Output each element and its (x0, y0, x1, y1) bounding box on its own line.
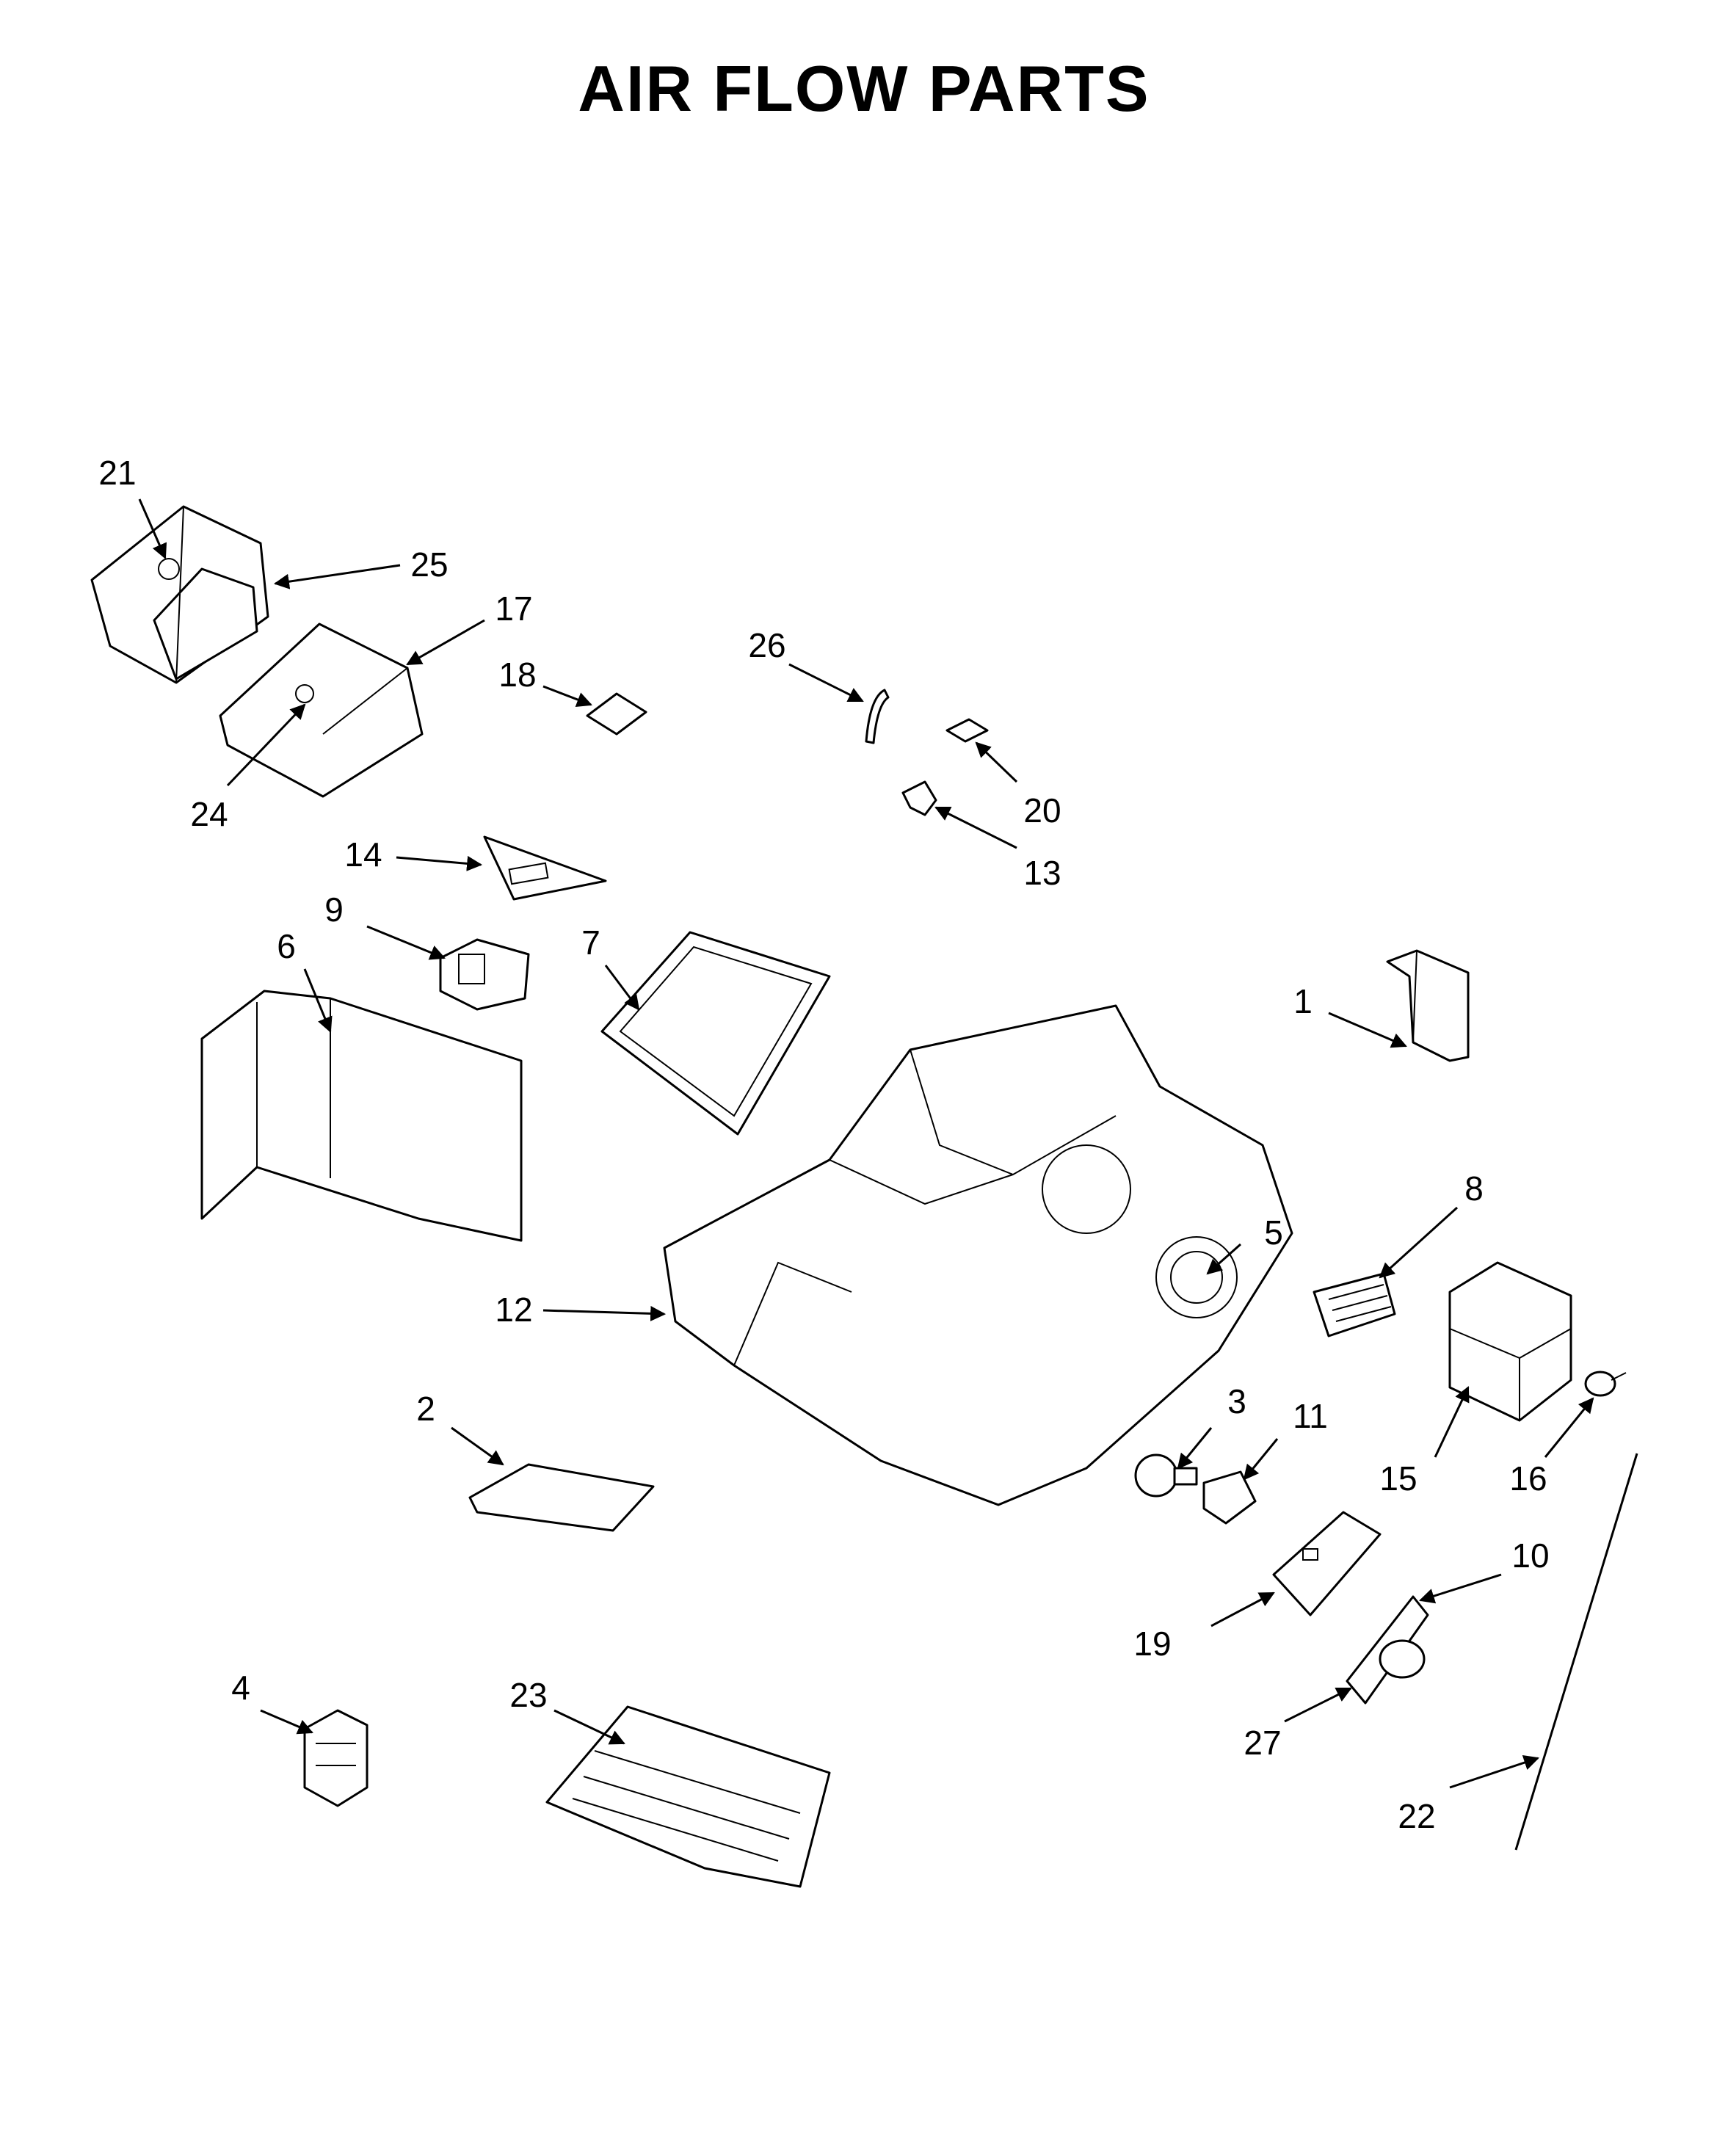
part-drawing-25 (90, 505, 269, 684)
part-drawing-22 (1514, 1453, 1638, 1851)
part-label-11: 11 (1293, 1397, 1328, 1435)
part-label-12: 12 (495, 1291, 532, 1329)
part-drawing-4 (303, 1709, 369, 1807)
part-drawing-13 (901, 780, 937, 816)
part-drawing-8 (1313, 1272, 1396, 1337)
part-label-26: 26 (748, 626, 785, 664)
part-label-6: 6 (277, 927, 296, 965)
part-label-13: 13 (1023, 854, 1061, 892)
part-label-2: 2 (416, 1390, 435, 1428)
part-drawing-19 (1272, 1511, 1382, 1616)
part-drawing-14 (483, 835, 607, 901)
part-label-3: 3 (1227, 1382, 1246, 1420)
part-label-15: 15 (1379, 1459, 1417, 1498)
part-label-18: 18 (498, 656, 536, 694)
part-label-10: 10 (1511, 1536, 1549, 1575)
part-label-19: 19 (1133, 1625, 1171, 1663)
part-label-4: 4 (231, 1669, 250, 1707)
part-drawing-16 (1584, 1371, 1627, 1397)
part-label-20: 20 (1023, 791, 1061, 830)
page-title: AIR FLOW PARTS (578, 52, 1150, 125)
part-label-27: 27 (1244, 1724, 1281, 1762)
part-drawing-12 (663, 1004, 1293, 1506)
part-label-25: 25 (410, 545, 448, 584)
part-drawing-6 (200, 990, 523, 1242)
leader-lines (138, 498, 1594, 1789)
part-label-23: 23 (509, 1676, 547, 1714)
part-drawing-11 (1202, 1470, 1257, 1525)
part-label-16: 16 (1509, 1459, 1547, 1498)
part-label-24: 24 (190, 795, 228, 833)
part-label-7: 7 (581, 923, 600, 962)
part-drawing-10 (1346, 1595, 1429, 1705)
part-drawing-26 (865, 689, 890, 744)
part-drawing-1 (1386, 949, 1470, 1062)
part-drawing-3 (1134, 1453, 1198, 1498)
part-drawing-9 (439, 938, 530, 1011)
part-label-5: 5 (1264, 1213, 1283, 1252)
part-drawing-7 (600, 931, 831, 1136)
part-label-21: 21 (98, 454, 136, 492)
part-drawing-20 (945, 718, 989, 743)
part-drawing-15 (1448, 1261, 1572, 1422)
part-label-17: 17 (495, 589, 532, 628)
part-label-1: 1 (1293, 982, 1313, 1020)
part-label-8: 8 (1464, 1169, 1484, 1208)
part-drawing-17 (219, 623, 424, 798)
part-label-22: 22 (1398, 1797, 1435, 1835)
part-label-9: 9 (324, 890, 344, 929)
part-label-14: 14 (344, 835, 382, 874)
part-drawing-18 (586, 692, 647, 736)
part-drawing-2 (468, 1463, 655, 1532)
part-drawing-23 (545, 1705, 831, 1888)
